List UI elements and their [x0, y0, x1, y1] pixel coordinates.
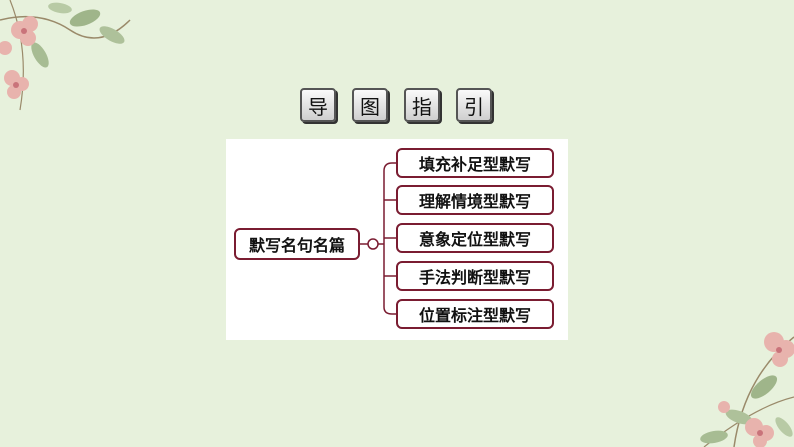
title-keys: 导 图 指 引	[300, 88, 492, 124]
mindmap-root-node: 默写名句名篇	[234, 228, 360, 260]
mindmap-connector	[360, 162, 396, 315]
mindmap-branch-node: 理解情境型默写	[396, 185, 554, 215]
mindmap-panel: 默写名句名篇 填充补足型默写 理解情境型默写 意象定位型默写 手法判断型默写 位…	[226, 139, 568, 340]
mindmap-branch-node: 意象定位型默写	[396, 223, 554, 253]
floral-decoration-top-left	[0, 0, 131, 111]
mindmap-branch-node: 手法判断型默写	[396, 261, 554, 291]
title-key: 指	[404, 88, 440, 122]
mindmap-branch-node: 位置标注型默写	[396, 299, 554, 329]
floral-decoration-bottom-right	[700, 332, 794, 447]
title-key: 图	[352, 88, 388, 122]
mindmap-branch-node: 填充补足型默写	[396, 148, 554, 178]
title-key: 导	[300, 88, 336, 122]
title-key: 引	[456, 88, 492, 122]
